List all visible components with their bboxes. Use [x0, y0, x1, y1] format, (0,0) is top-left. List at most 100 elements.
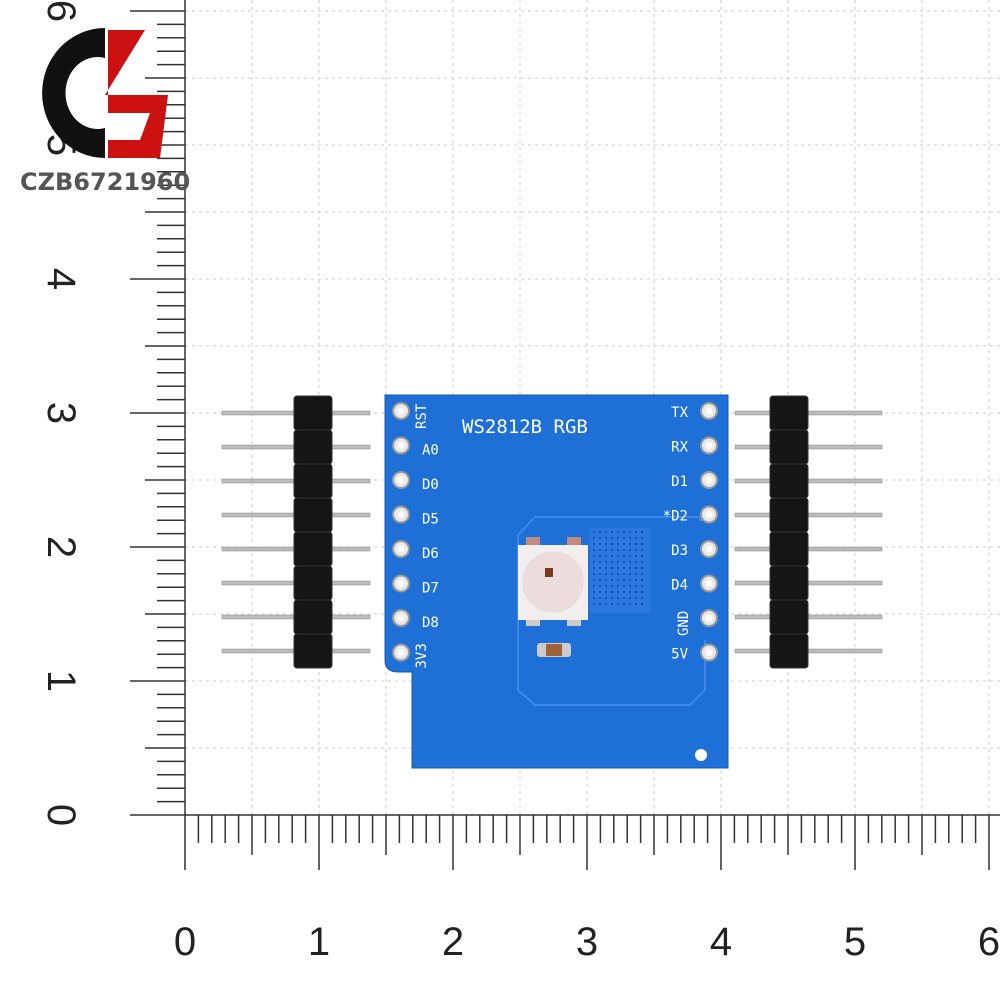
- via: [592, 590, 596, 594]
- right-pin-label: D1: [671, 474, 688, 490]
- via: [628, 566, 632, 570]
- via: [604, 590, 608, 594]
- pad-hole: [397, 442, 405, 449]
- led-lens: [522, 551, 584, 613]
- via: [598, 590, 602, 594]
- via: [622, 554, 626, 558]
- via: [634, 566, 638, 570]
- via: [592, 584, 596, 588]
- header-plastic-block: [769, 565, 809, 601]
- via: [640, 542, 644, 546]
- header-plastic-block: [769, 531, 809, 567]
- via: [616, 560, 620, 564]
- via: [604, 578, 608, 582]
- via: [628, 548, 632, 552]
- pad-hole: [705, 407, 713, 415]
- horizontal-ruler-label: 4: [710, 920, 732, 964]
- header-plastic-block: [293, 395, 333, 431]
- left-pin-label: A0: [422, 443, 439, 459]
- right-pin-label: 5V: [671, 647, 688, 663]
- header-plastic-block: [293, 565, 333, 601]
- via: [604, 602, 608, 606]
- via: [628, 602, 632, 606]
- via: [598, 554, 602, 558]
- via: [610, 536, 614, 540]
- horizontal-ruler-label: 1: [308, 920, 330, 964]
- via: [610, 542, 614, 546]
- via: [622, 542, 626, 546]
- left-pin-label: D6: [422, 546, 439, 562]
- pad-hole: [705, 476, 713, 484]
- header-plastic-block: [769, 599, 809, 635]
- via: [628, 584, 632, 588]
- via: [616, 536, 620, 540]
- header-plastic-block: [293, 633, 333, 669]
- via: [634, 572, 638, 576]
- header-plastic-block: [769, 463, 809, 499]
- via: [628, 554, 632, 558]
- via: [604, 548, 608, 552]
- right-pin-header: [734, 395, 883, 669]
- via: [604, 596, 608, 600]
- via: [592, 530, 596, 534]
- header-plastic-block: [293, 531, 333, 567]
- pad-hole: [397, 511, 405, 518]
- via: [628, 530, 632, 534]
- via: [592, 578, 596, 582]
- via: [604, 536, 608, 540]
- via: [592, 596, 596, 600]
- via: [598, 578, 602, 582]
- horizontal-ruler-label: 0: [174, 920, 196, 964]
- right-pin-label: RX: [671, 440, 688, 456]
- via: [604, 530, 608, 534]
- pad-hole: [705, 442, 713, 449]
- led-pad: [567, 537, 581, 547]
- via: [622, 530, 626, 534]
- header-plastic-block: [769, 429, 809, 465]
- via: [628, 572, 632, 576]
- via: [598, 530, 602, 534]
- via: [592, 542, 596, 546]
- header-plastic-block: [293, 429, 333, 465]
- header-plastic-block: [293, 599, 333, 635]
- via: [598, 584, 602, 588]
- via: [598, 596, 602, 600]
- left-pin-label: 3V3: [414, 643, 430, 668]
- led-pad: [526, 537, 540, 547]
- via: [592, 566, 596, 570]
- via: [628, 596, 632, 600]
- via: [610, 578, 614, 582]
- via: [616, 584, 620, 588]
- via: [628, 536, 632, 540]
- via: [592, 536, 596, 540]
- left-pin-label: D7: [422, 581, 439, 597]
- via: [604, 584, 608, 588]
- via: [634, 584, 638, 588]
- vertical-ruler-label: 1: [39, 670, 83, 692]
- ground-pour: [590, 528, 650, 613]
- right-pin-label: GND: [676, 611, 692, 636]
- via: [610, 560, 614, 564]
- via: [598, 536, 602, 540]
- logo-text: CZB6721960: [20, 168, 190, 196]
- via: [640, 584, 644, 588]
- pad-hole: [705, 511, 713, 518]
- via: [622, 566, 626, 570]
- vertical-ruler-label: 4: [39, 268, 83, 290]
- via: [634, 554, 638, 558]
- via: [598, 548, 602, 552]
- via: [616, 578, 620, 582]
- brand-logo: CZB6721960: [20, 28, 190, 196]
- via: [598, 602, 602, 606]
- header-plastic-block: [769, 395, 809, 431]
- pad-hole: [397, 614, 405, 622]
- via: [610, 548, 614, 552]
- via: [616, 566, 620, 570]
- via: [640, 596, 644, 600]
- via: [628, 560, 632, 564]
- board-title: WS2812B RGB: [462, 416, 588, 438]
- horizontal-ruler-label: 5: [844, 920, 866, 964]
- header-plastic-block: [769, 633, 809, 669]
- via: [634, 596, 638, 600]
- via: [604, 572, 608, 576]
